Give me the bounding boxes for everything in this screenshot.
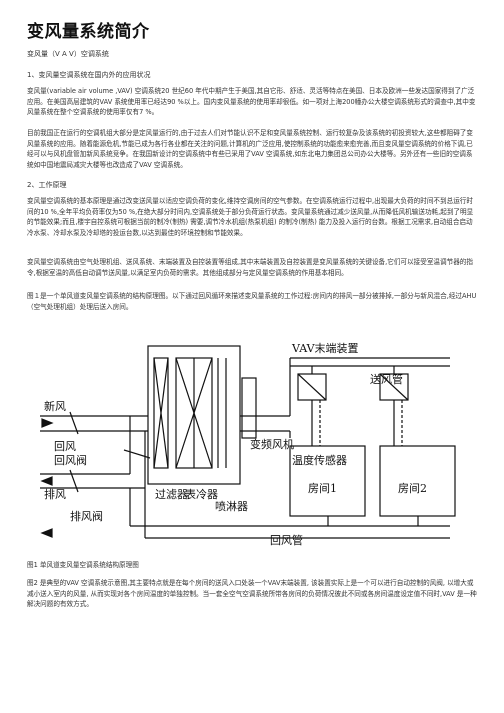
figure-caption: 图1 单风道变风量空调系统结构原理图 <box>27 561 139 569</box>
label-new-air: 新风 <box>44 399 66 413</box>
label-vf-fan: 变频风机 <box>250 437 294 451</box>
paragraph-5: 图１是一个单风道变风量空调系统的结构原理图。以下通过回风循环来描述变风量系统的工… <box>27 292 477 311</box>
label-vav-terminal: VAV末端装置 <box>291 341 359 355</box>
page-title: 变风量系统简介 <box>27 22 150 42</box>
paragraph-4: 变风量空调系统由空气处理机组、送风系统、末端装置及自控装置等组成,其中末端装置及… <box>27 258 473 277</box>
subtitle: 变风量（V A V）空调系统 <box>27 50 109 58</box>
paragraph-6: 图2 是典型的VAV 空调系统示意图,其主要特点就是在每个房间的送风入口处装一个… <box>27 579 477 609</box>
label-return-duct: 回风管 <box>270 533 303 546</box>
label-cooler: 表冷器 <box>185 487 218 501</box>
svg-text:过滤器: 过滤器 <box>155 488 188 501</box>
paragraph-1: 变风量(variable air volume ,VAV) 空调系统20 世纪6… <box>27 87 476 117</box>
section-heading-1: 1、变风量空调系统在国内外的应用状况 <box>27 71 151 79</box>
vav-system-diagram: 新风 回风 回风阀 排风 排风阀 过滤器 表冷器 喷淋器 变频风机 VAV末端装… <box>40 341 456 546</box>
label-room-2: 房间2 <box>398 482 427 495</box>
svg-text:喷淋器: 喷淋器 <box>215 500 248 513</box>
label-supply-duct: 送风管 <box>370 372 403 386</box>
label-room-1: 房间1 <box>308 482 337 495</box>
paragraph-3: 变风量空调系统的基本原理是通过改变送风量以适应空调负荷的变化,维持空调房间的空气… <box>27 197 474 237</box>
label-return-air: 回风 <box>54 440 76 453</box>
label-temp-sensor: 温度传感器 <box>292 453 347 467</box>
section-heading-2: 2、工作原理 <box>27 181 67 189</box>
label-sprayer: 喷淋器 <box>215 500 248 513</box>
paragraph-2: 目前我国正在运行的空调机组大部分是定风量运行的,由于过去人们对节能认识不足和变风… <box>27 129 473 169</box>
svg-text:表冷器: 表冷器 <box>185 487 218 501</box>
label-exhaust-air: 排风 <box>44 487 66 501</box>
label-return-damper: 回风阀 <box>54 453 87 467</box>
label-exhaust-damper: 排风阀 <box>70 509 103 523</box>
label-filter: 过滤器 <box>155 488 188 501</box>
